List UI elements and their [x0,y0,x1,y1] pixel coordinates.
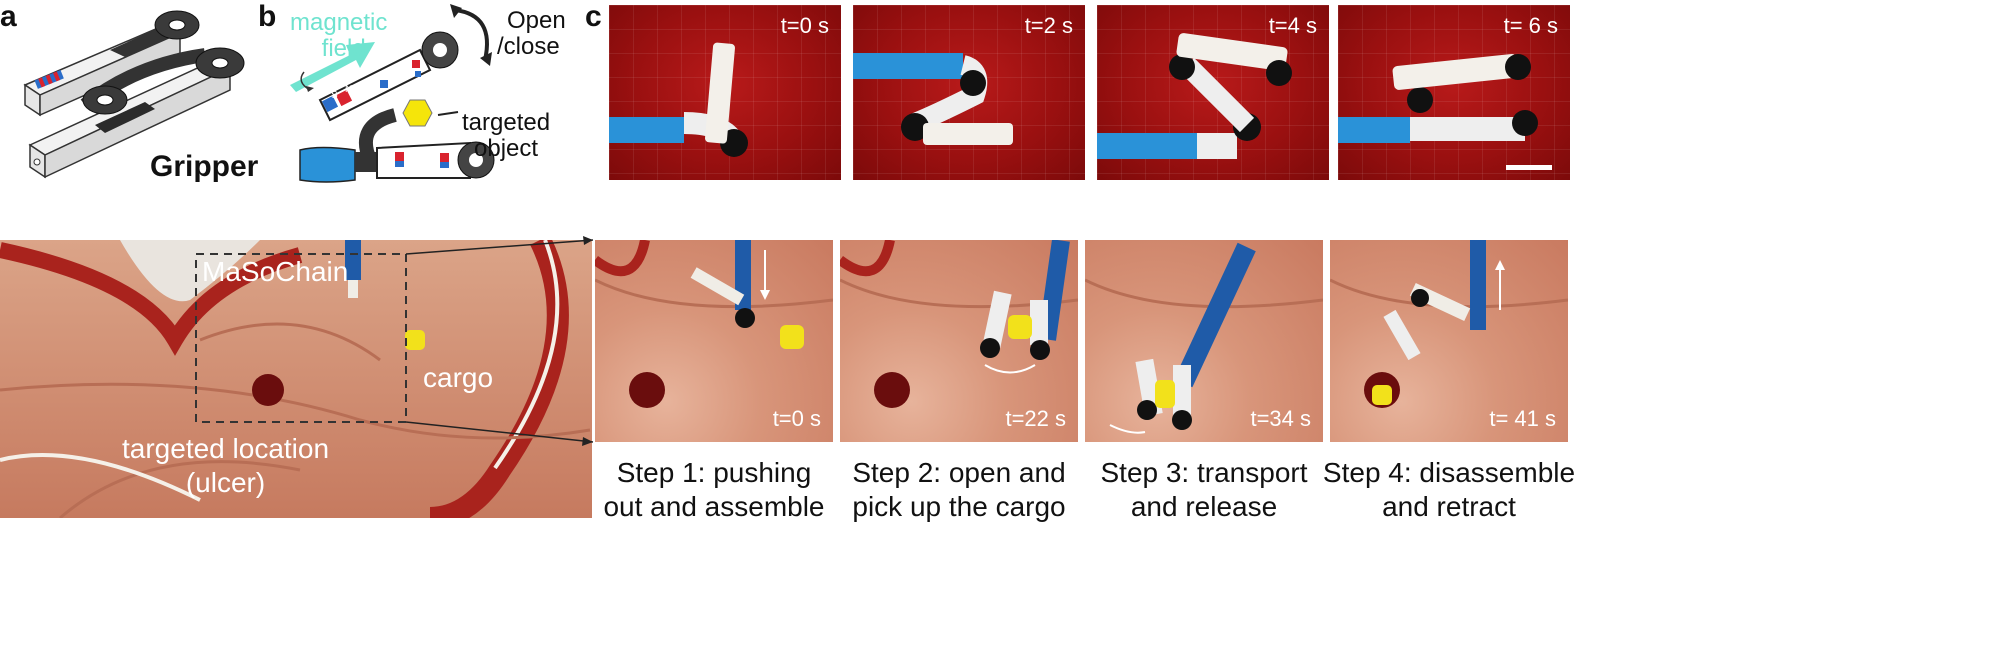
time-d-2: t=22 s [1005,406,1066,431]
panel-d-frame-4: t= 41 s [1330,240,1568,442]
time-d-1: t=0 s [772,406,821,431]
time-c-1: t=0 s [780,13,829,38]
panel-label-c: c [585,0,602,33]
time-d-3: t=34 s [1250,406,1311,431]
gripper-schematic [290,4,495,183]
frame-d3-scene [1085,242,1323,434]
panel-c-frame-4: t= 6 s [1338,5,1570,180]
magnet-s: S [331,90,338,101]
time-c-4: t= 6 s [1503,13,1558,38]
panel-d-frame-2: t=22 s [840,240,1078,442]
gripper-title: Gripper [150,150,259,183]
panel-c-frame-1: t=0 s [609,5,841,180]
cargo-label: cargo [423,362,494,393]
frame-1-gripper [609,42,748,157]
time-c-2: t=2 s [1024,13,1073,38]
panel-d-frame-3: t=34 s [1085,240,1323,442]
frame-d2-scene [840,240,1078,408]
frame-d1-scene [595,240,833,408]
gripper-3d-illustration [23,10,245,179]
panel-label-a: a [0,0,17,33]
panel-label-b: b [258,0,277,33]
magnetic-field-label: magnetic field [290,9,388,62]
time-c-3: t=4 s [1268,13,1317,38]
panel-d-overview: MaSoChain cargo targeted location (ulcer… [0,240,592,518]
magnet-n: N [345,84,353,95]
panel-d-frame-1: t=0 s [595,240,833,442]
stomach-model-overview [0,240,592,518]
target-location-label: targeted location (ulcer) [122,433,330,498]
frame-3-gripper [1097,33,1292,159]
frame-2-gripper [853,53,1013,145]
panel-c-frame-3: t=4 s [1097,5,1329,180]
targeted-object-label: targeted object [462,109,551,162]
frame-4-gripper [1338,53,1552,170]
panel-c-frame-2: t=2 s [853,5,1085,180]
time-d-4: t= 41 s [1489,406,1556,431]
masochain-label: MaSoChain [202,256,349,287]
open-close-label: Open /close [497,7,566,60]
frame-d4-scene [1330,240,1568,408]
